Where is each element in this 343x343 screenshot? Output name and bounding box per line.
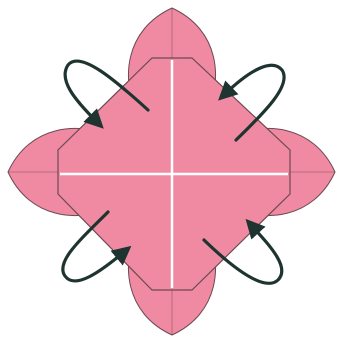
origami-diagram — [0, 0, 343, 343]
origami-figure — [0, 0, 343, 343]
